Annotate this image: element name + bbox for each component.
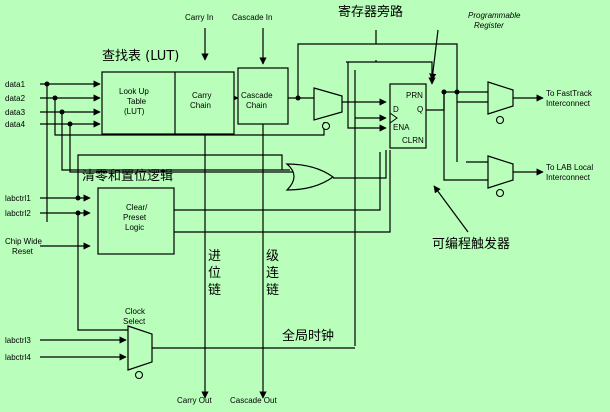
labctrl2-label: labctrl2 [5, 209, 31, 218]
labctrl1-label: labctrl1 [5, 194, 31, 203]
programmable-register-block [389, 83, 427, 149]
labctrl4-label: labctrl4 [5, 353, 31, 362]
lab-local-mux [487, 155, 514, 189]
cascade-chain-box-line1: Cascade [241, 91, 273, 100]
carry-chain-box-line1: Carry [192, 91, 212, 100]
clear-preset-box-line3: Logic [125, 223, 144, 232]
clock-select-line1: Clock [125, 307, 146, 316]
lut-mux [313, 87, 343, 121]
junction-dots [44, 81, 460, 216]
clock-select-mux-select [134, 370, 144, 380]
programmable-register-pointer [429, 29, 439, 81]
programmable-trigger-label: 可编程触发器 [432, 236, 510, 252]
programmable-trigger-pointer [433, 185, 469, 233]
to-lab-local-line2: Interconnect [546, 173, 591, 182]
lut-mux-select [321, 121, 331, 131]
register-prn: PRN [406, 91, 423, 100]
to-fasttrack-line2: Interconnect [546, 99, 591, 108]
register-ena: ENA [393, 123, 410, 132]
input-data3: data3 [5, 108, 26, 117]
clear-preset-logic-block [97, 187, 175, 255]
clear-preset-title: 清零和置位逻辑 [82, 169, 173, 184]
register-bypass-label: 寄存器旁路 [338, 4, 403, 20]
global-clock-label: 全局时钟 [282, 328, 334, 344]
carry-chain-vertical-2: 位 [208, 266, 221, 281]
carry-out-label: Carry Out [177, 396, 212, 405]
clear-preset-box-line1: Clear/ [126, 203, 148, 212]
clock-select-mux [127, 325, 153, 371]
lab-local-mux-select [495, 188, 505, 198]
cascade-chain-vertical-2: 连 [266, 265, 279, 281]
lut-box-line1: Look Up [119, 87, 149, 96]
register-q: Q [417, 105, 423, 114]
programmable-register-label-2: Register [474, 21, 504, 30]
fasttrack-mux [487, 81, 514, 115]
fasttrack-mux-select [495, 115, 505, 125]
carry-chain-vertical-1: 进 [208, 249, 221, 264]
lut-title: 查找表 (LUT) [102, 49, 179, 64]
clear-preset-box-line2: Preset [123, 213, 147, 222]
programmable-register-label-1: Programmable [468, 11, 521, 20]
cascade-out-label: Cascade Out [230, 396, 277, 405]
chip-wide-reset-line2: Reset [12, 247, 34, 256]
cascade-chain-vertical-1: 级 [266, 249, 279, 264]
lut-box-line2: Table [127, 97, 147, 106]
to-lab-local-line1: To LAB Local [546, 163, 593, 172]
register-d: D [393, 105, 399, 114]
to-fasttrack-line1: To FastTrack [546, 89, 593, 98]
or-gate [285, 163, 335, 191]
input-data1: data1 [5, 80, 26, 89]
cascade-in-label: Cascade In [232, 13, 272, 22]
cascade-chain-block [237, 67, 289, 125]
labctrl3-label: labctrl3 [5, 336, 31, 345]
cascade-chain-vertical-3: 链 [266, 283, 279, 298]
register-clock-marker [389, 112, 398, 124]
clock-select-line2: Select [123, 317, 146, 326]
cascade-chain-box-line2: Chain [246, 101, 267, 110]
carry-chain-box-line2: Chain [190, 101, 211, 110]
chip-wide-reset-line1: Chip Wide [5, 237, 42, 246]
wires [40, 28, 544, 399]
carry-chain-vertical-3: 链 [208, 283, 221, 298]
lut-box-line3: (LUT) [124, 107, 145, 116]
input-data4: data4 [5, 120, 26, 129]
input-data2: data2 [5, 94, 26, 103]
register-clrn: CLRN [402, 136, 424, 145]
carry-in-label: Carry In [185, 13, 213, 22]
lut-block [101, 71, 235, 135]
